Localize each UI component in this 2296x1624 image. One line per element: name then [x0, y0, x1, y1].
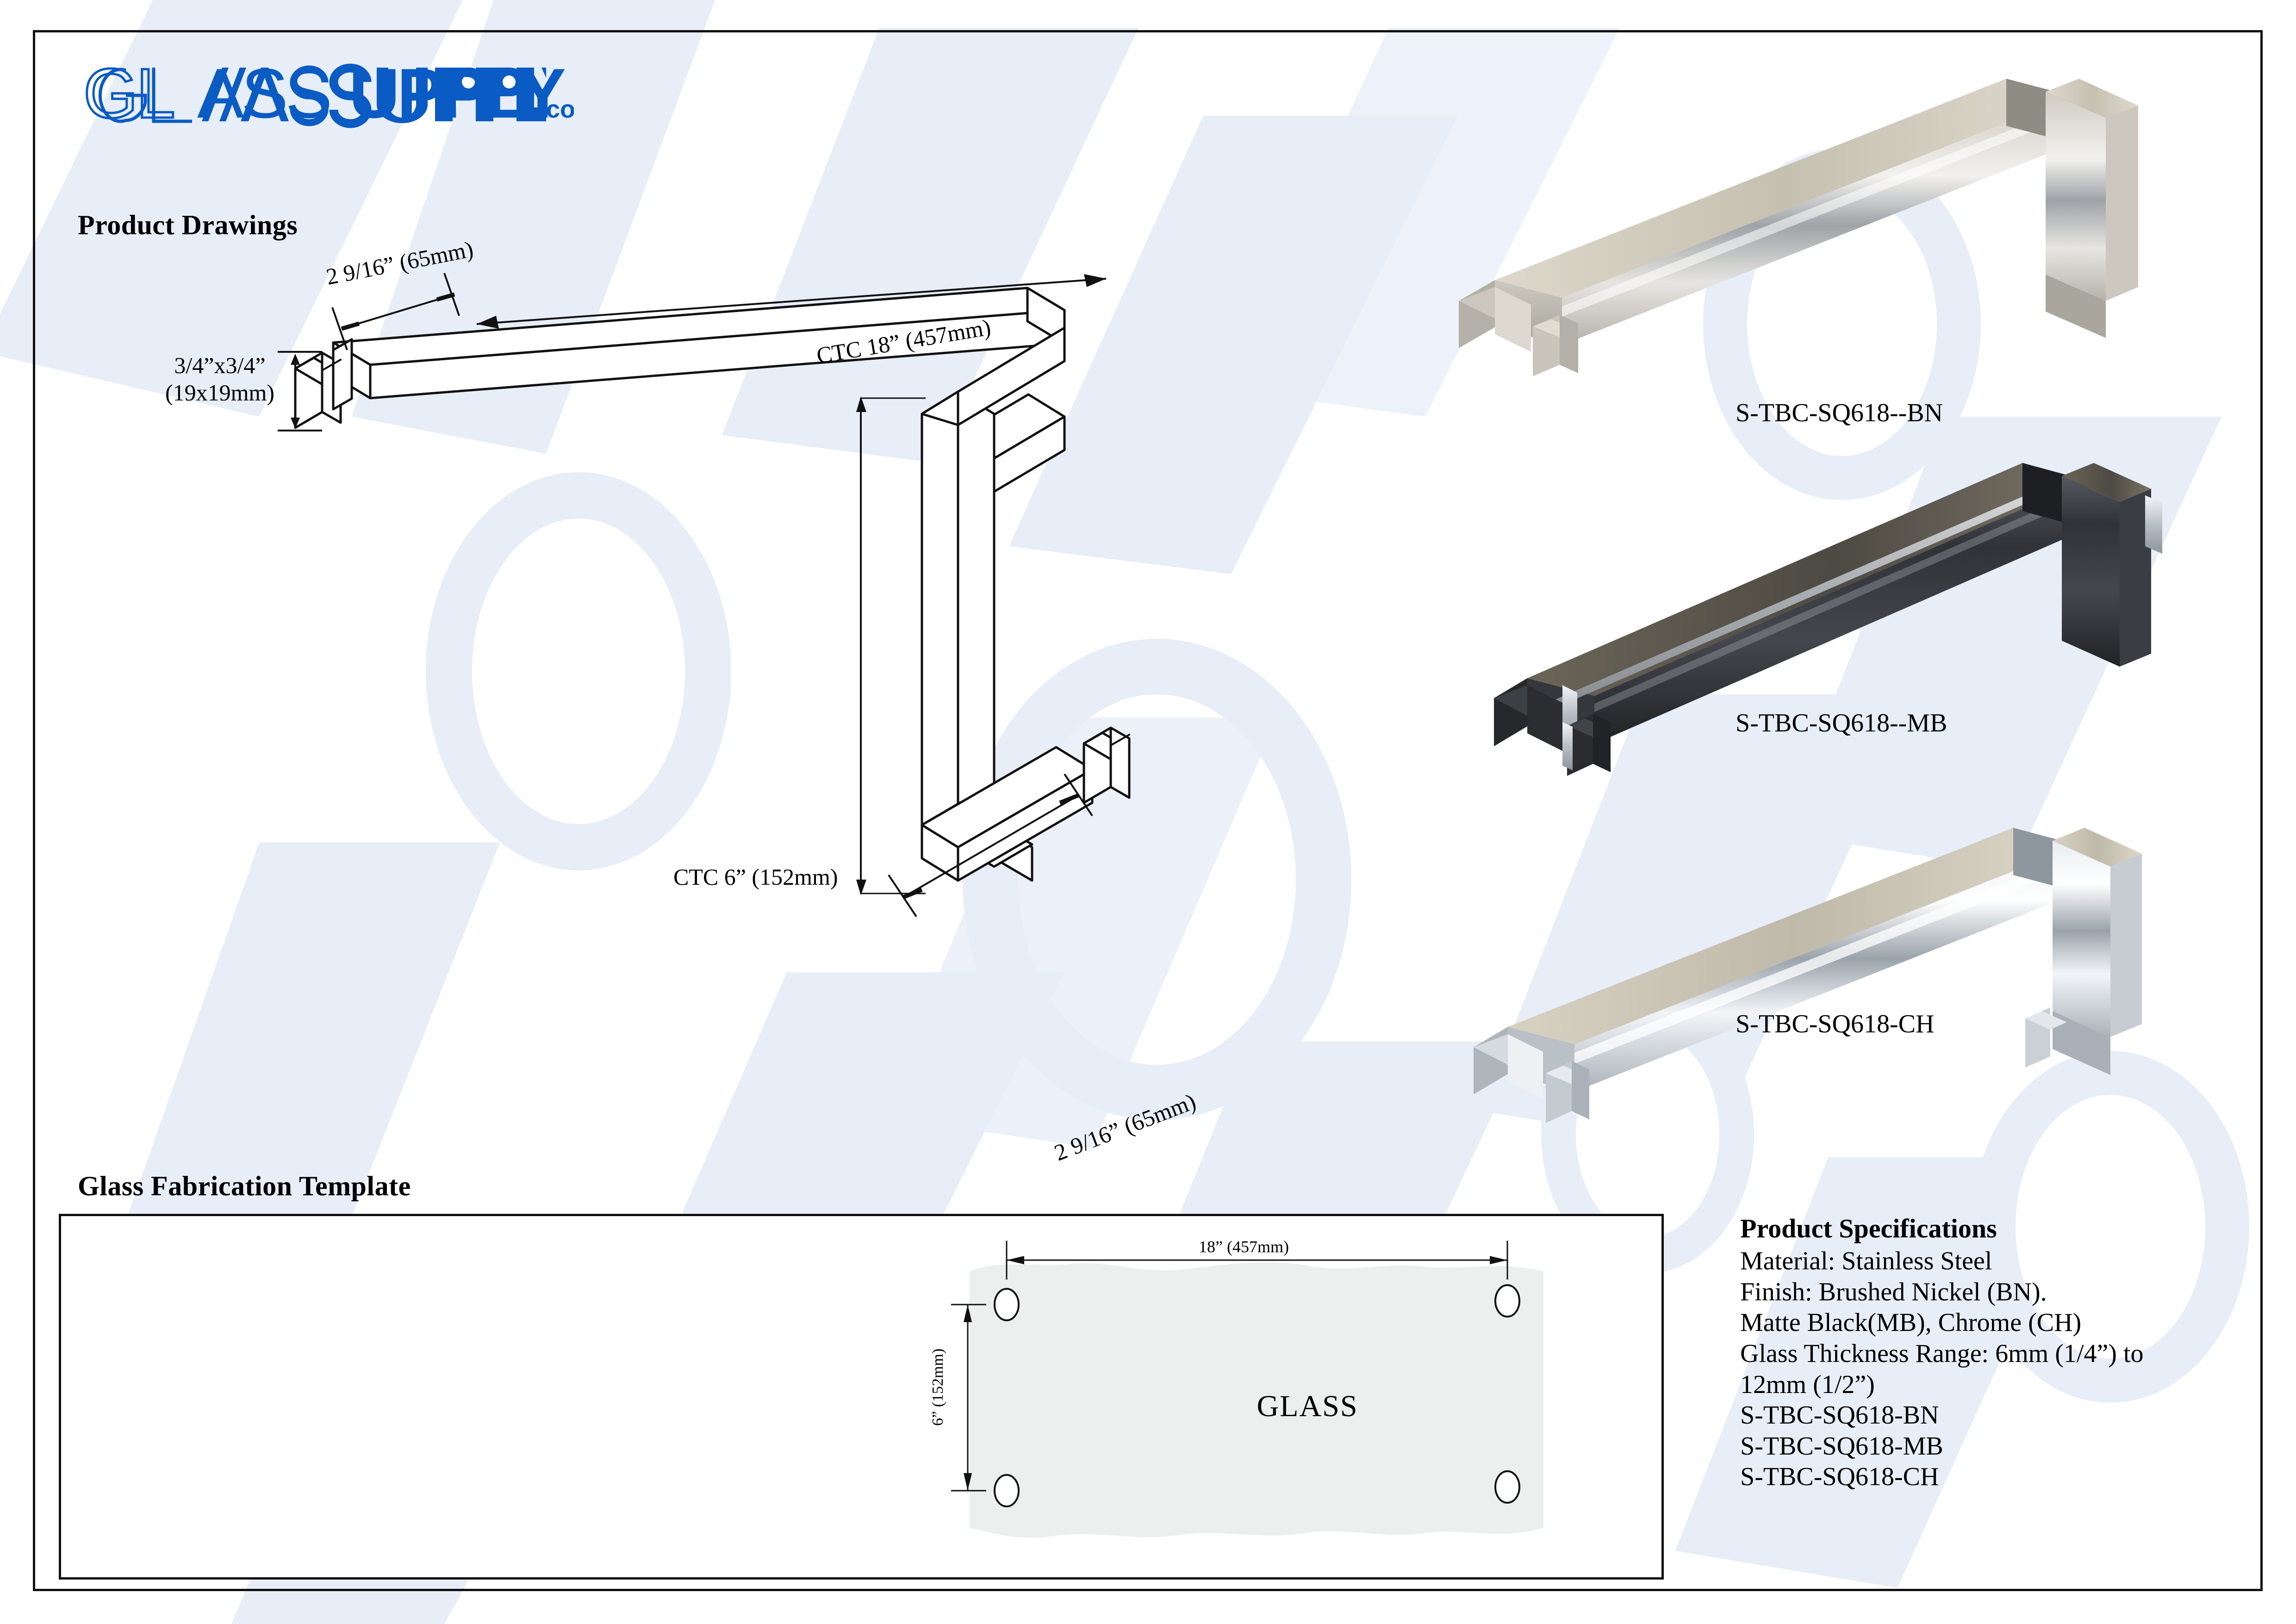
mounting-hole-bottom-right: [1494, 1470, 1520, 1504]
page-border: [33, 30, 2263, 1591]
spec-sku-ch: S-TBC-SQ618-CH: [1740, 1462, 1939, 1492]
spec-glass-thickness: Glass Thickness Range: 6mm (1/4”) to: [1740, 1339, 2144, 1368]
page-title-product-drawings: Product Drawings: [78, 210, 298, 240]
product-label-chrome: S-TBC-SQ618-CH: [1736, 1010, 1935, 1038]
isometric-product-drawing: [275, 259, 1388, 1185]
dimension-bar-profile: 3/4”x3/4” (19x19mm): [143, 352, 296, 406]
glass-template-width-dimension: 18” (457mm): [1199, 1237, 1289, 1256]
spec-finish: Finish: Brushed Nickel (BN).: [1740, 1277, 2047, 1306]
glass-panel-label: GLASS: [1257, 1389, 1358, 1423]
product-label-brushed-nickel: S-TBC-SQ618--BN: [1736, 399, 1943, 427]
product-specifications: Product Specifications Material: Stainle…: [1740, 1213, 2259, 1493]
mounting-hole-top-left: [994, 1288, 1020, 1321]
product-render-chrome: [1453, 819, 2194, 1153]
brand-logo: .com: [83, 56, 625, 134]
page-title-glass-fabrication-template: Glass Fabrication Template: [78, 1171, 411, 1201]
dimension-ctc-short: CTC 6” (152mm): [673, 864, 838, 890]
product-render-matte-black: [1472, 444, 2194, 778]
mounting-hole-top-right: [1494, 1284, 1520, 1318]
specifications-title: Product Specifications: [1740, 1213, 1997, 1243]
spec-glass-thickness-continued: 12mm (1/2”): [1740, 1370, 1875, 1399]
spec-sku-mb: S-TBC-SQ618-MB: [1740, 1431, 1943, 1461]
glass-template-height-dimension: 6” (152mm): [929, 1348, 946, 1426]
glass-template-figure: [942, 1231, 1590, 1565]
dimension-bar-profile-line1: 3/4”x3/4”: [174, 352, 266, 378]
spec-material: Material: Stainless Steel: [1740, 1247, 1992, 1275]
product-label-matte-black: S-TBC-SQ618--MB: [1736, 709, 1948, 737]
dimension-bar-profile-line2: (19x19mm): [165, 380, 275, 406]
product-render-brushed-nickel: [1425, 69, 2175, 421]
mounting-hole-bottom-left: [994, 1474, 1020, 1507]
spec-sku-bn: S-TBC-SQ618-BN: [1740, 1401, 1939, 1430]
spec-finish-continued: Matte Black(MB), Chrome (CH): [1740, 1308, 2082, 1337]
